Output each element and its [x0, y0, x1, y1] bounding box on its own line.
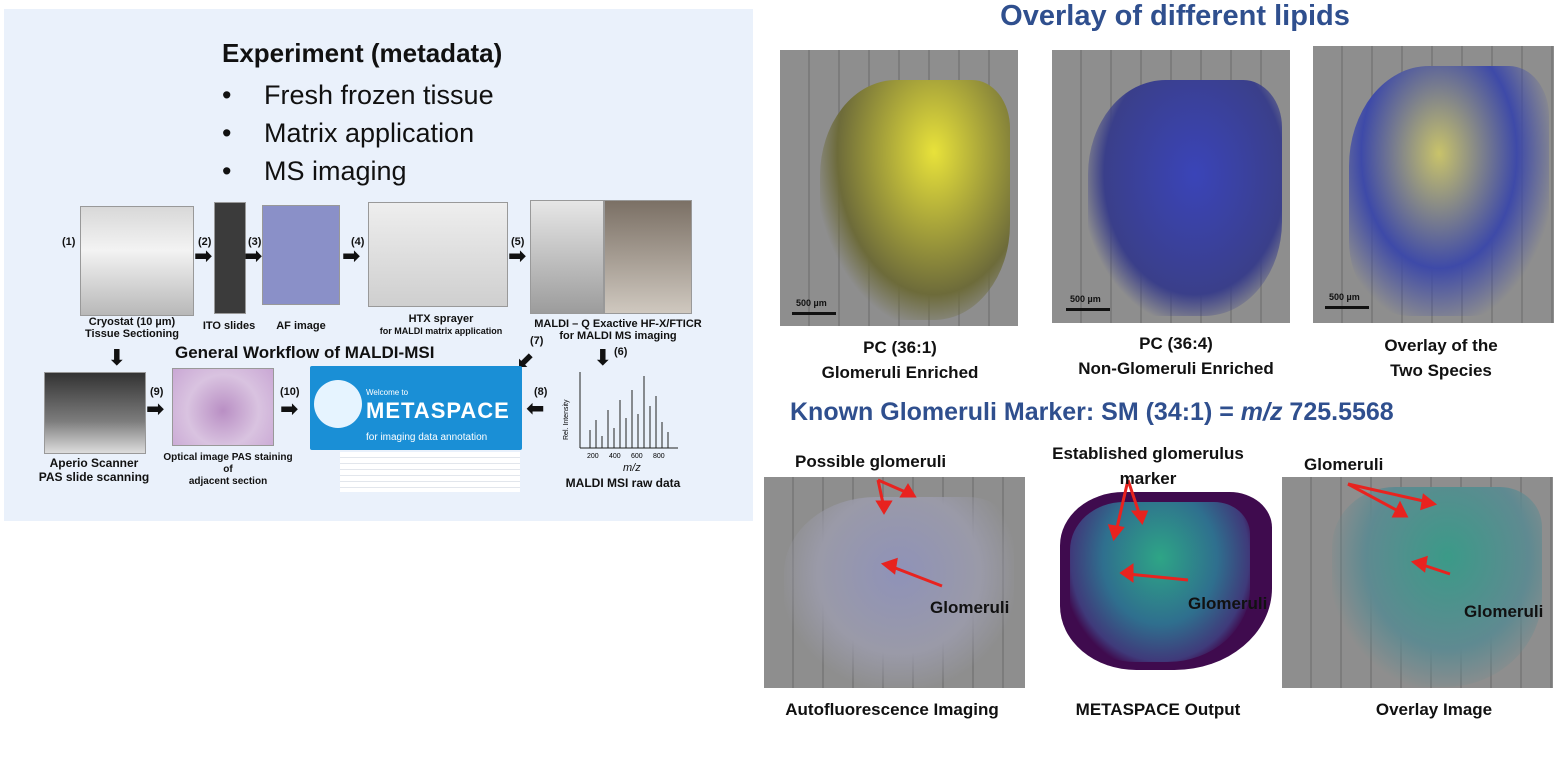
bullet-item: •Fresh frozen tissue [222, 80, 494, 110]
ftms-instrument-image [604, 200, 692, 314]
autofluorescence-image [764, 477, 1025, 688]
ito-slides-image [214, 202, 246, 314]
svg-text:Rel. Intensity: Rel. Intensity [563, 399, 570, 440]
mz-axis-label: m/z [623, 462, 641, 474]
metaspace-welcome: Welcome to [366, 388, 409, 397]
caption-metaspace: METASPACE Output [1075, 700, 1241, 719]
metaspace-ion-image [1060, 492, 1272, 670]
arrow-icon: ➡ [526, 397, 545, 422]
ito-label: ITO slides [202, 320, 256, 332]
tissue-overlay [1349, 66, 1549, 316]
caption-pc364: PC (36:4)Non-Glomeruli Enriched [1078, 334, 1274, 378]
annotation-glomeruli: Glomeruli [930, 598, 1010, 617]
maldi-instrument-image [530, 200, 604, 314]
caption-autofluorescence: Autofluorescence Imaging [785, 700, 999, 719]
htx-sprayer-image [368, 202, 508, 307]
lipid-image-pc364: 500 µm [1052, 50, 1290, 323]
annotation-glomeruli: Glomeruli [1304, 455, 1384, 474]
scale-bar-label: 500 µm [1070, 294, 1101, 304]
experiment-title: Experiment (metadata) [222, 38, 503, 68]
svg-text:200: 200 [587, 453, 599, 460]
step-number: (2) [198, 236, 212, 248]
svg-text:600: 600 [631, 453, 643, 460]
lipids-title: Overlay of different lipids [1000, 0, 1350, 32]
scale-bar-label: 500 µm [1329, 292, 1360, 302]
caption-overlay-image: Overlay Image [1375, 700, 1493, 719]
ms-spectrum-plot: Rel. Intensity 200 400 600 800 [563, 372, 678, 460]
svg-text:800: 800 [653, 453, 665, 460]
step-number: (10) [280, 386, 300, 398]
overlay-marker-image [1282, 477, 1553, 688]
bullet-item: •MS imaging [222, 156, 407, 186]
step-number: (9) [150, 386, 164, 398]
step-number: (8) [534, 386, 548, 398]
lipid-image-pc361: 500 µm [780, 50, 1018, 326]
tissue-overlay-marker [1332, 487, 1542, 687]
tissue-yellow [820, 80, 1010, 320]
lipid-image-overlay: 500 µm [1313, 46, 1554, 323]
annotation-glomeruli: Glomeruli [1464, 602, 1544, 621]
raw-data-label: MALDI MSI raw data [565, 476, 681, 490]
annotation-arrows [875, 478, 1451, 588]
annotation-possible-glomeruli: Possible glomeruli [795, 452, 947, 471]
cryostat-label: Cryostat (10 µm)Tissue Sectioning [85, 316, 179, 340]
arrow-icon: ➡ [342, 243, 361, 268]
metaspace-logo-icon [314, 380, 362, 428]
arrow-icon: ➡ [508, 243, 527, 268]
pas-stain-image [172, 368, 274, 446]
step-number: (6) [614, 346, 628, 358]
step-number: (4) [351, 236, 365, 248]
caption-pc361: PC (36:1)Glomeruli Enriched [821, 338, 979, 382]
metaspace-page-text [340, 452, 520, 492]
svg-text:400: 400 [609, 453, 621, 460]
cryostat-image [80, 206, 194, 316]
arrow-icon: ➡ [146, 396, 165, 421]
arrow-icon: ➡ [105, 347, 131, 367]
arrow-icon: ➡ [280, 396, 299, 421]
step-number: (1) [62, 236, 76, 248]
tissue-blue [1088, 80, 1282, 316]
arrow-icon: ➡ [244, 243, 263, 268]
step-number: (7) [530, 335, 544, 347]
step-number: (5) [511, 236, 525, 248]
af-image [262, 205, 340, 305]
annotation-glomeruli: Glomeruli [1188, 594, 1268, 613]
step-number: (3) [248, 236, 262, 248]
scale-bar-label: 500 µm [796, 298, 827, 308]
af-label: AF image [276, 320, 326, 332]
workflow-title: General Workflow of MALDI-MSI [175, 343, 435, 362]
metaspace-subtitle: for imaging data annotation [366, 432, 488, 443]
tissue-ion-map [1070, 502, 1250, 662]
arrow-icon: ➡ [591, 347, 617, 367]
arrow-icon: ➡ [194, 243, 213, 268]
experiment-bullets: •Fresh frozen tissue •Matrix application… [222, 76, 494, 190]
tissue-af [784, 497, 1014, 687]
marker-title: Known Glomeruli Marker: SM (34:1) = m/z … [790, 398, 1394, 426]
metaspace-screenshot: Welcome to METASPACE for imaging data an… [310, 366, 522, 450]
metaspace-wordmark: METASPACE [366, 398, 510, 423]
bullet-item: •Matrix application [222, 118, 475, 148]
aperio-scanner-image [44, 372, 146, 454]
